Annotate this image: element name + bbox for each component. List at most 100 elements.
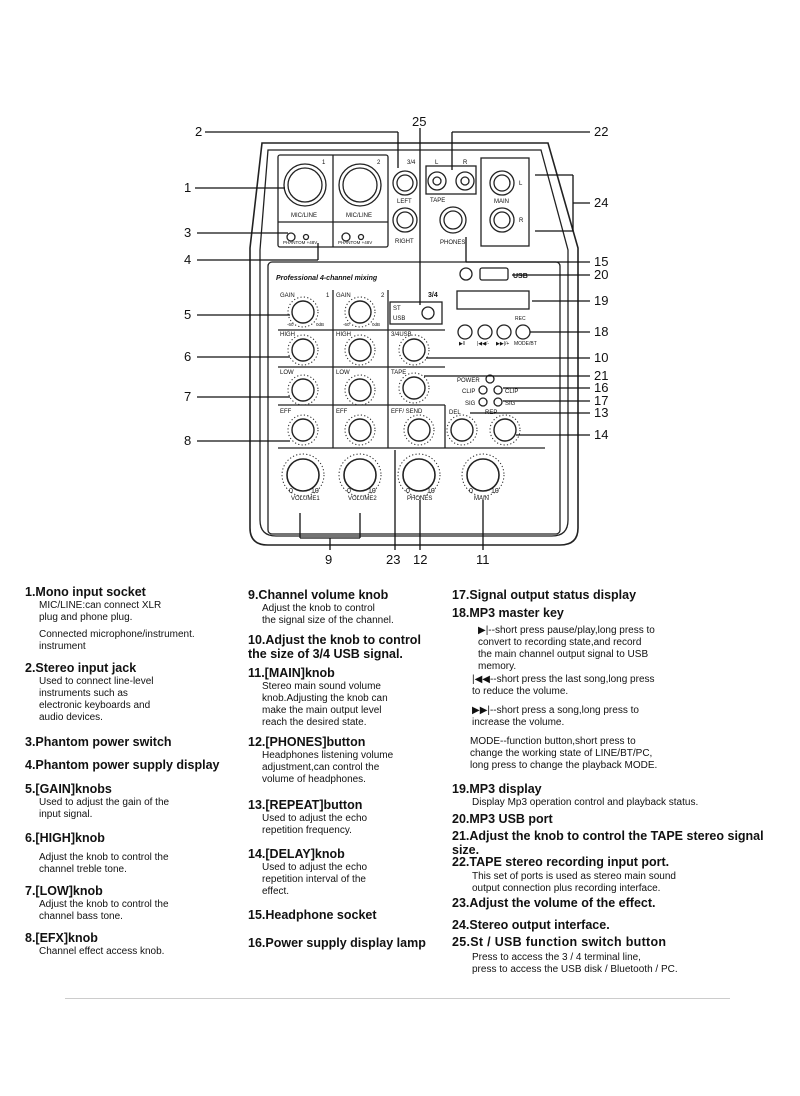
item-7: 7.[LOW]knob Adjust the knob to control t… — [25, 884, 169, 923]
item-6-title: 6.[HIGH]knob — [25, 831, 105, 845]
mixer-diagram: 2 25 22 1 24 3 4 15 20 19 5 18 6 10 21 1… — [184, 114, 608, 567]
item-14-text: Used to adjust the echo repetition inter… — [262, 862, 368, 897]
ch34usb-label: 3/4USB — [391, 332, 412, 338]
item-11: 11.[MAIN]knob Stereo main sound volume k… — [248, 666, 388, 729]
item-1-extra: Connected microphone/instrument. instrum… — [25, 628, 195, 653]
item-8: 8.[EFX]knob Channel effect access knob. — [25, 931, 164, 958]
callout-7: 7 — [184, 389, 191, 404]
callout-15: 15 — [594, 254, 608, 269]
usb-switch-label: USB — [393, 316, 405, 322]
item-20-title: 20.MP3 USB port — [452, 812, 553, 826]
item-13-text: Used to adjust the echo repetition frequ… — [262, 813, 368, 836]
callout-6: 6 — [184, 349, 191, 364]
mode-key-desc: MODE--function button,short press to cha… — [470, 736, 658, 771]
item-3: 3.Phantom power switch — [25, 735, 172, 749]
item-25-title: 25.St / USB function switch button — [452, 935, 667, 949]
callout-8: 8 — [184, 433, 191, 448]
main-knob-label: MAIN — [474, 496, 489, 502]
low1-label: LOW — [280, 370, 294, 376]
tape-knob-label: TAPE — [391, 370, 406, 376]
main-r-label: R — [519, 218, 524, 224]
item-16-title: 16.Power supply display lamp — [248, 936, 426, 950]
item-4: 4.Phantom power supply display — [25, 758, 219, 772]
item-12: 12.[PHONES]button Headphones listening v… — [248, 735, 393, 786]
callout-10: 10 — [594, 350, 608, 365]
item-4-title: 4.Phantom power supply display — [25, 758, 220, 772]
callout-21: 21 — [594, 368, 608, 383]
ch34-number: 3/4 — [407, 160, 416, 166]
item-12-title: 12.[PHONES]button — [248, 735, 366, 749]
item-7-text: Adjust the knob to control the channel b… — [39, 899, 169, 922]
callout-16: 16 — [594, 380, 608, 395]
item-3-title: 3.Phantom power switch — [25, 735, 172, 749]
main-out-label: MAIN — [494, 199, 509, 205]
callout-2: 2 — [195, 124, 202, 139]
item-5-text: Used to adjust the gain of the input sig… — [39, 797, 170, 820]
item-13-title: 13.[REPEAT]button — [248, 798, 363, 812]
item-6-extra: Adjust the knob to control the channel t… — [25, 851, 169, 876]
phantom-1-label: PHANTOM +48V — [283, 240, 317, 245]
phones-knob-label: PHONES — [407, 496, 432, 502]
play-key-label: ▶‖ — [459, 341, 465, 347]
item-1-title: 1.Mono input socket — [25, 585, 146, 599]
item-11-text: Stereo main sound volume knob.Adjusting … — [262, 681, 388, 728]
item-18-title: 18.MP3 master key — [452, 606, 564, 620]
left-label: LEFT — [397, 199, 412, 205]
ch1-number: 1 — [322, 160, 326, 166]
high1-label: HIGH — [280, 332, 295, 338]
callout-23: 23 — [386, 552, 400, 567]
eff-send-label: EFF/ SEND — [391, 409, 423, 415]
clip1-label: CLIP — [462, 389, 475, 395]
mic-line-1-label: MIC/LINE — [291, 213, 317, 219]
phones-jack-label: PHONES — [440, 240, 465, 246]
item-15-title: 15.Headphone socket — [248, 908, 377, 922]
next-key-desc: ▶▶|--short press a song,long press to in… — [472, 705, 639, 728]
usb-label: USB — [513, 273, 528, 280]
item-7-title: 7.[LOW]knob — [25, 884, 103, 898]
item-2-title: 2.Stereo input jack — [25, 661, 137, 675]
callout-14: 14 — [594, 427, 608, 442]
main-min: 0 — [469, 488, 473, 495]
panel-title: Professional 4-channel mixing — [276, 275, 378, 282]
item-23-title: 23.Adjust the volume of the effect. — [452, 896, 656, 910]
gain1-min: -60 — [287, 322, 294, 327]
sig2-label: SIG — [505, 401, 516, 407]
eff2-label: EFF — [336, 409, 348, 415]
high2-label: HIGH — [336, 332, 351, 338]
right-label: RIGHT — [395, 239, 414, 245]
clip2-label: CLIP — [505, 389, 518, 395]
callout-13: 13 — [594, 405, 608, 420]
prev-key-desc: |◀◀--short press the last song,long pres… — [472, 674, 655, 697]
item-1-text: MIC/LINE:can connect XLR plug and phone … — [39, 600, 162, 623]
item-2-text: Used to connect line-level instruments s… — [39, 676, 154, 723]
vol1-max: 10 — [311, 488, 319, 495]
phantom-2-label: PHANTOM +48V — [338, 240, 372, 245]
vol1-min: 0 — [289, 488, 293, 495]
volume1-label: VOLUME1 — [291, 496, 320, 502]
callout-17: 17 — [594, 393, 608, 408]
item-8-text: Channel effect access knob. — [39, 946, 165, 957]
gain2-max: 0dB — [372, 322, 380, 327]
rep-label: REP — [485, 410, 497, 416]
gain2-label: GAIN — [336, 293, 351, 299]
gain1-max: 0dB — [316, 322, 324, 327]
phones-min: 0 — [406, 488, 410, 495]
item-5-title: 5.[GAIN]knobs — [25, 782, 112, 796]
gain2-number: 2 — [381, 293, 385, 299]
prev-key-label: |◀◀/- — [477, 341, 489, 347]
item-24-title: 24.Stereo output interface. — [452, 918, 610, 932]
sig1-label: SIG — [465, 401, 476, 407]
callout-1: 1 — [184, 180, 191, 195]
main-max: 10 — [491, 488, 499, 495]
st-label: ST — [393, 306, 401, 312]
volume2-label: VOLUME2 — [348, 496, 377, 502]
item-14-title: 14.[DELAY]knob — [248, 847, 345, 861]
callout-18: 18 — [594, 324, 608, 339]
callout-12: 12 — [413, 552, 427, 567]
callout-5: 5 — [184, 307, 191, 322]
item-10-title: 10.Adjust the knob to control the size o… — [248, 633, 421, 661]
low2-label: LOW — [336, 370, 350, 376]
item-9-title: 9.Channel volume knob — [248, 588, 389, 602]
rec-label: REC — [515, 316, 526, 322]
footer-divider — [65, 998, 730, 999]
